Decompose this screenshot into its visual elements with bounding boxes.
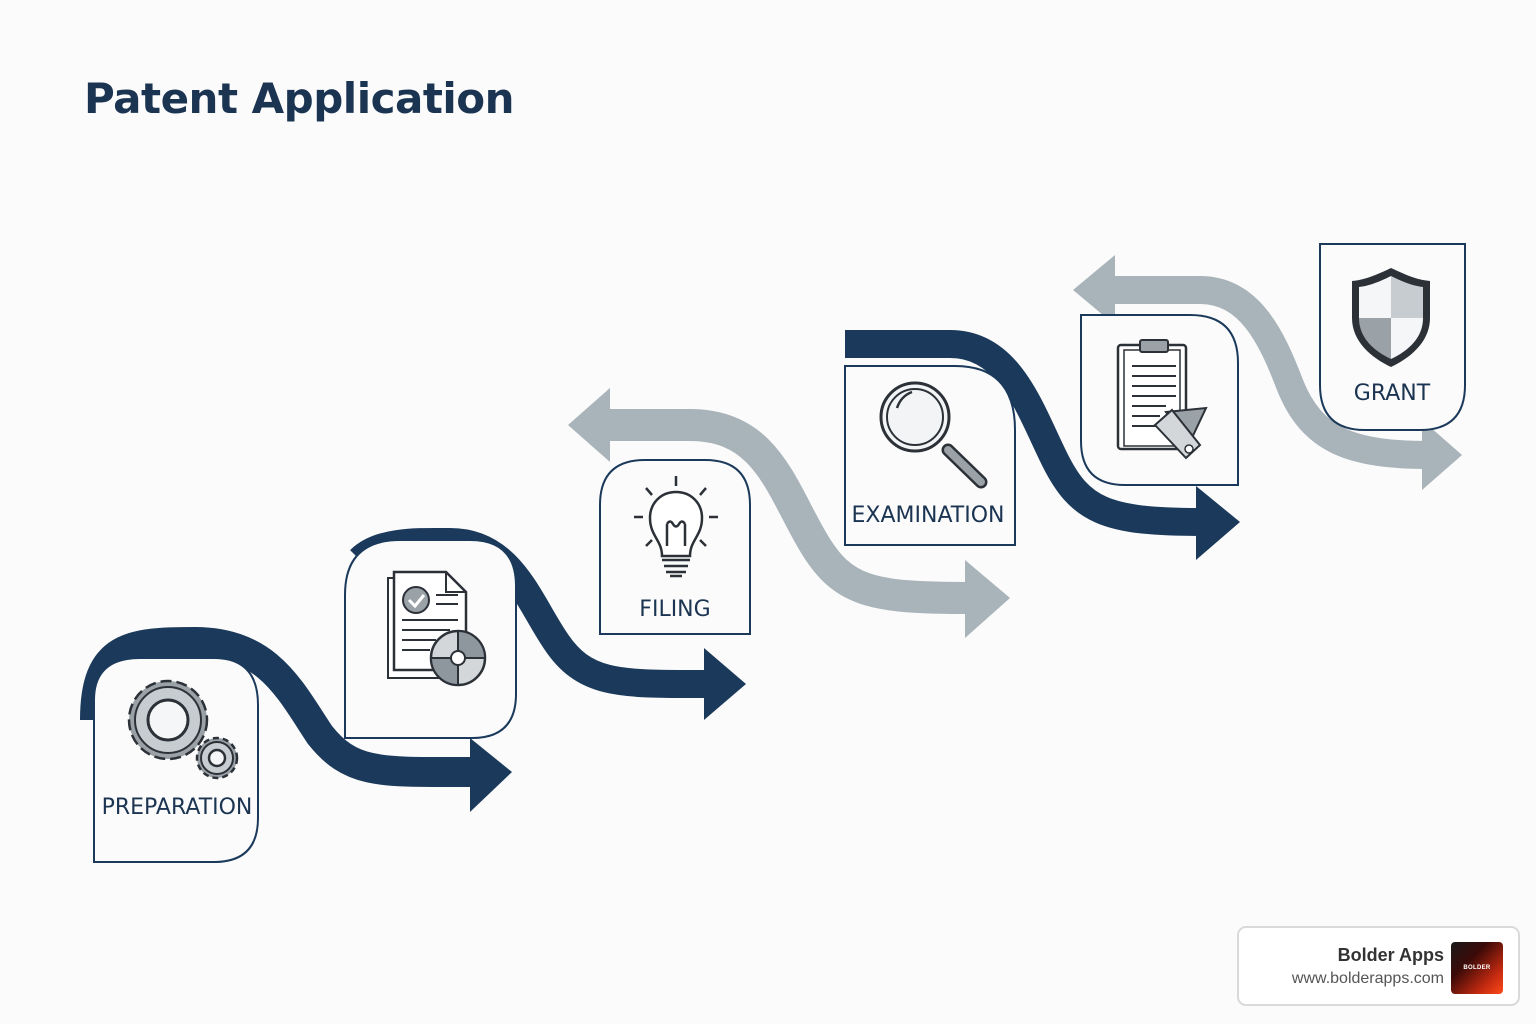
badge-logo-text: BOLDER <box>1463 965 1491 971</box>
magnifier-icon <box>879 381 988 489</box>
step-card-examination: EXAMINATION <box>844 365 1016 546</box>
gears-icon <box>127 679 239 780</box>
step-card-filing: FILING <box>599 459 751 635</box>
step-label-preparation: PREPARATION <box>102 795 253 820</box>
shield-icon <box>1352 268 1430 367</box>
flow-arrow-3 <box>568 388 1010 638</box>
lightbulb-icon <box>634 476 718 578</box>
step-card-grant: GRANT <box>1319 243 1466 431</box>
badge-url: www.bolderapps.com <box>1291 970 1444 987</box>
flow-arrow-5 <box>1073 255 1462 490</box>
bolder-apps-badge[interactable]: Bolder Apps www.bolderapps.com BOLDER <box>1237 926 1520 1006</box>
bolder-logo-icon: BOLDER <box>1451 942 1503 994</box>
step-label-grant: GRANT <box>1354 381 1431 406</box>
step-label-examination: EXAMINATION <box>852 503 1005 528</box>
step-card-review <box>1080 314 1239 486</box>
step-card-preparation: PREPARATION <box>93 657 259 863</box>
step-label-filing: FILING <box>639 597 710 622</box>
clipboard-pen-icon <box>1116 339 1208 460</box>
document-chart-icon <box>387 570 487 687</box>
badge-name: Bolder Apps <box>1337 945 1444 965</box>
flow-arrow-4 <box>845 330 1240 560</box>
flow-arrow-1 <box>80 626 512 812</box>
step-card-document <box>344 539 517 739</box>
page-title: Patent Application <box>84 74 515 123</box>
